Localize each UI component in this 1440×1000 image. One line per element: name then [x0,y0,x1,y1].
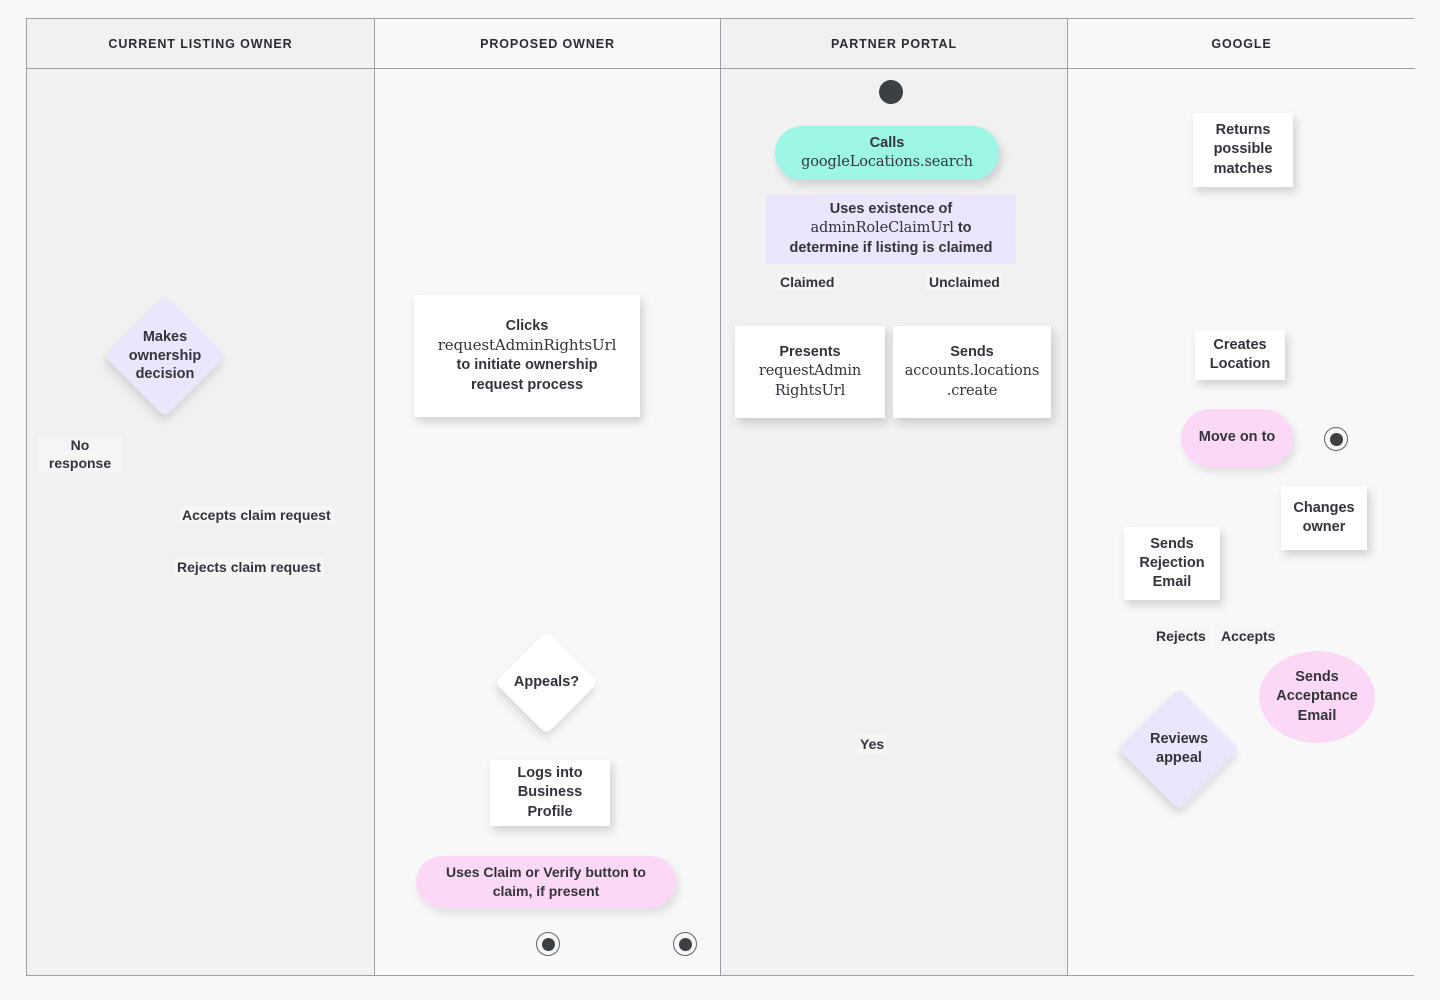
node-creates-location[interactable]: Creates Location [1195,330,1285,380]
lane-proposed-owner: PROPOSED OWNER [375,19,721,975]
edge-label-rejects-claim-request: Rejects claim request [174,558,324,577]
node-sends-create-line3: .create [946,382,998,399]
node-returns-possible-matches[interactable]: Returns possible matches [1193,113,1293,187]
lane-current-listing-owner: CURRENT LISTING OWNER [27,19,375,975]
start-node-partner-portal [879,80,903,104]
node-makes-ownership-decision-label: Makes ownership decision [128,328,202,383]
node-calls-line2: googleLocations.search [801,154,973,170]
end-node-google [1324,427,1348,451]
node-calls-google-locations-search[interactable]: Calls googleLocations.search [775,126,999,180]
edge-label-accepts-claim-request: Accepts claim request [179,506,334,525]
lane-partner-portal: PARTNER PORTAL [721,19,1068,975]
node-calls-line1: Calls [869,134,905,151]
node-uses-suffix: to [953,220,972,237]
node-sends-create-line1: Sends [950,344,994,361]
node-logs-into-business-profile[interactable]: Logs into Business Profile [490,760,610,826]
node-sends-create-line2: accounts.locations [904,363,1040,380]
node-clicks-line1: Clicks [505,318,549,335]
end-node-proposed-owner [536,932,560,956]
edge-label-unclaimed: Unclaimed [926,273,1003,292]
node-appeals-decision[interactable]: Appeals? [494,630,599,735]
node-uses-line1: Uses existence of [829,200,953,217]
lane-header-google: GOOGLE [1068,19,1415,69]
node-uses-existence-of-admin-role-claim-url[interactable]: Uses existence of adminRoleClaimUrl to d… [766,194,1016,264]
node-appeals-label: Appeals? [513,674,580,691]
node-uses-mono: adminRoleClaimUrl [810,220,954,237]
node-uses-claim-or-verify-button[interactable]: Uses Claim or Verify button to claim, if… [416,856,676,908]
node-sends-rejection-email[interactable]: Sends Rejection Email [1124,527,1220,600]
node-clicks-line3: to initiate ownership [456,357,598,374]
edge-label-rejects: Rejects [1153,627,1209,646]
edge-label-accepts: Accepts [1218,627,1279,646]
edge-label-yes: Yes [857,735,888,754]
node-clicks-line2: requestAdminRightsUrl [437,336,617,355]
node-reviews-appeal-label: Reviews appeal [1149,731,1209,766]
lane-header-proposed-owner: PROPOSED OWNER [375,19,720,69]
node-clicks-request-admin-rights-url[interactable]: Clicks requestAdminRightsUrl to initiate… [414,295,640,417]
lane-header-current-listing-owner: CURRENT LISTING OWNER [27,19,374,69]
node-uses-line2: adminRoleClaimUrl to [810,219,971,238]
node-uses-line4: determine if listing is claimed [789,239,993,256]
node-reviews-appeal[interactable]: Reviews appeal [1118,688,1240,810]
node-changes-owner[interactable]: Changes owner [1281,486,1367,550]
node-presents-request-admin-rights-url[interactable]: Presents requestAdmin RightsUrl [735,326,885,418]
edge-label-claimed: Claimed [777,273,838,292]
node-move-on-to[interactable]: Move on to [1181,409,1293,467]
end-node-partner-portal [673,932,697,956]
node-presents-line2: requestAdmin [758,363,862,380]
node-presents-line1: Presents [779,344,841,361]
node-sends-acceptance-email[interactable]: Sends Acceptance Email [1259,651,1375,743]
node-clicks-line4: request process [470,376,584,393]
node-makes-ownership-decision[interactable]: Makes ownership decision [104,295,226,417]
edge-label-no-response: No response [38,436,122,473]
node-presents-line3: RightsUrl [774,382,846,399]
node-sends-accounts-locations-create[interactable]: Sends accounts.locations .create [893,326,1051,418]
lane-header-partner-portal: PARTNER PORTAL [721,19,1067,69]
